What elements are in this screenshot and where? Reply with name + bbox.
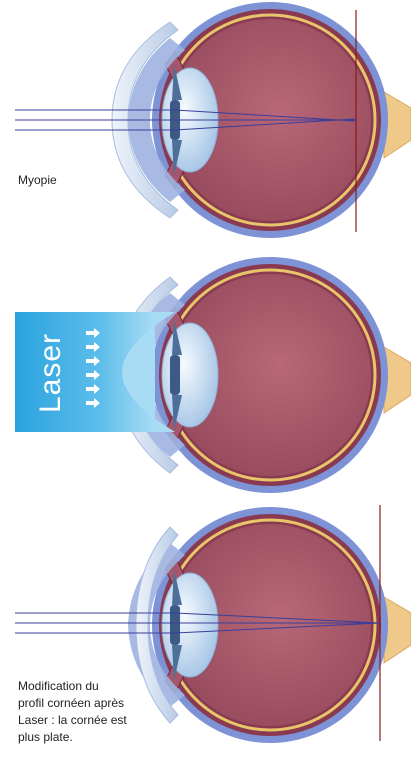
label-myopia: Myopie	[18, 172, 57, 189]
label-modification-line: plus plate.	[18, 729, 168, 746]
laser-label: Laser	[34, 333, 67, 413]
label-modification-line: profil cornéen après	[18, 695, 168, 712]
label-modification-line: Modification du	[18, 678, 168, 695]
panel-myopia	[15, 2, 411, 238]
label-modification-line: Laser : la cornée est	[18, 712, 168, 729]
panel-laser: Laser	[15, 257, 411, 493]
label-modification: Modification du profil cornéen après Las…	[18, 678, 168, 746]
